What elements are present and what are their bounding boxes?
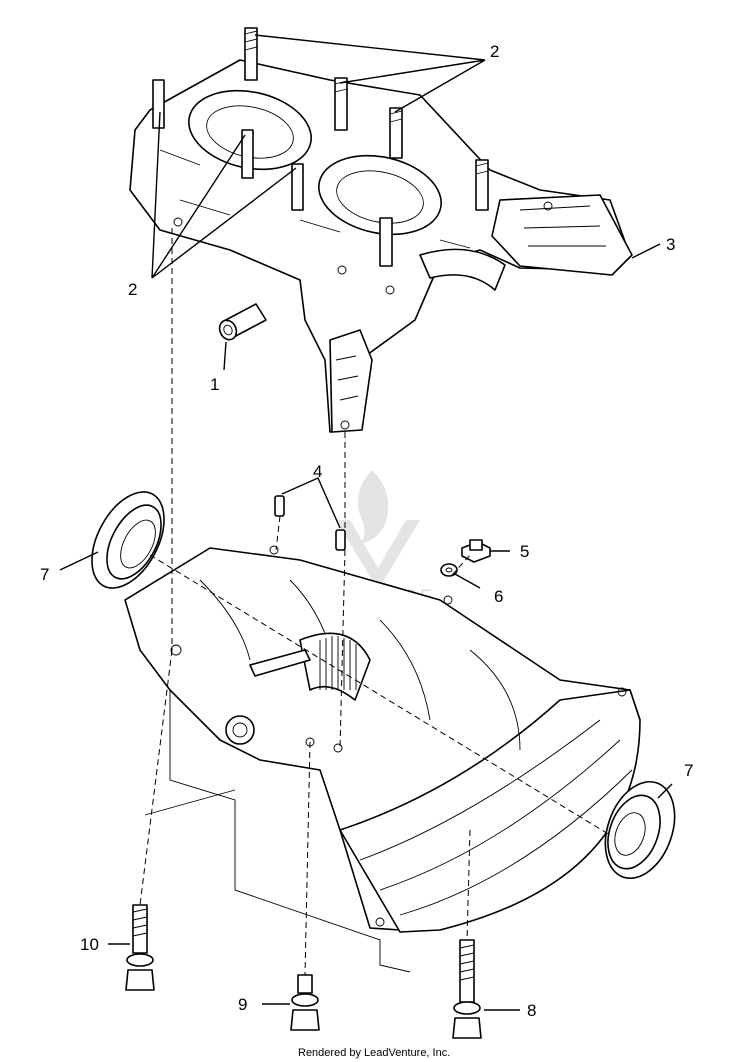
callout-8: 8 [527, 1001, 536, 1020]
callout-6: 6 [494, 587, 503, 606]
bolt-9 [290, 974, 320, 1031]
stud [334, 77, 348, 131]
lower-crankcase [124, 545, 641, 973]
oil-seal-right [604, 780, 676, 880]
footer-credit: Rendered by LeadVenture, Inc. [298, 1047, 450, 1059]
stud [475, 159, 489, 211]
callout-1: 1 [210, 375, 219, 394]
dowel-pin [274, 495, 285, 517]
upper-crankcase [129, 59, 633, 433]
oil-seal-left [91, 491, 165, 589]
callout-7-right: 7 [684, 761, 693, 780]
alignment-lines [139, 228, 611, 976]
callout-5: 5 [520, 542, 529, 561]
callout-7-left: 7 [40, 565, 49, 584]
stud [244, 27, 258, 81]
leader-lines [59, 34, 673, 1011]
flame-logo-icon [336, 470, 420, 590]
callout-9: 9 [238, 995, 247, 1014]
callout-labels: 2 2 3 1 4 5 6 7 7 10 9 8 [40, 42, 693, 1020]
stud [379, 217, 393, 267]
bolt-10 [125, 904, 155, 991]
callout-2-left: 2 [128, 280, 137, 299]
stud [389, 107, 403, 159]
stud [152, 79, 165, 129]
drain-bolt-and-washer [440, 539, 491, 577]
dowel-pins [274, 495, 346, 551]
studs [152, 27, 489, 267]
dowel-pin [335, 529, 346, 551]
stud [241, 129, 254, 179]
fitting-part-1 [218, 303, 267, 341]
callout-3: 3 [666, 235, 675, 254]
callout-10: 10 [80, 935, 99, 954]
callout-4: 4 [313, 462, 322, 481]
callout-2-top: 2 [490, 42, 499, 61]
bolt-8 [452, 939, 482, 1039]
stud [291, 163, 304, 211]
